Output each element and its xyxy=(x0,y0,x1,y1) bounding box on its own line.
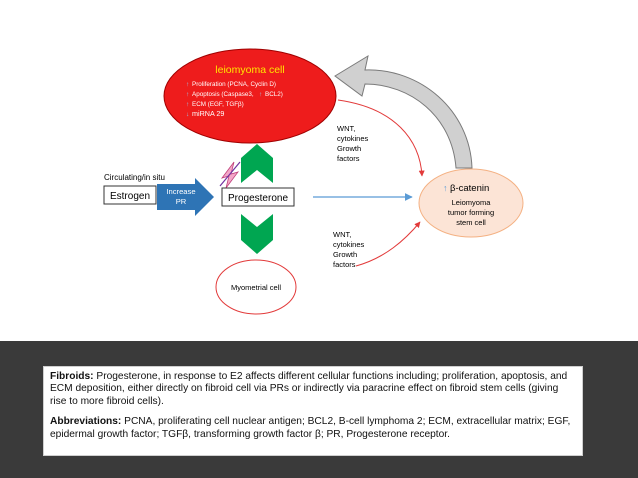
effect-bcl2: BCL2) xyxy=(265,91,283,98)
paracrine-curve-bottom xyxy=(355,221,421,267)
estrogen-label: Estrogen xyxy=(110,191,150,202)
factor-line: cytokines xyxy=(337,134,369,143)
leiomyoma-title: leiomyoma cell xyxy=(215,64,284,76)
paracrine-curve-top xyxy=(337,99,425,177)
myometrial-cell xyxy=(215,259,297,315)
stem-line: tumor forming xyxy=(448,208,494,217)
green-up-arrow xyxy=(241,144,273,183)
effect-proliferation: Proliferation (PCNA, Cyclin D) xyxy=(192,81,276,88)
progesterone-box xyxy=(221,187,295,207)
beta-catenin-label: β-catenin xyxy=(450,183,489,194)
paracrine-factors-top: WNT, cytokines Growth factors xyxy=(337,124,369,163)
abbreviations-paragraph: Abbreviations: PCNA, proliferating cell … xyxy=(50,416,576,441)
caption-box: Fibroids: Progesterone, in response to E… xyxy=(43,366,583,456)
circulating-label: Circulating/in situ xyxy=(104,173,165,182)
factor-line: WNT, xyxy=(337,124,355,133)
abbreviations-text: PCNA, proliferating cell nuclear antigen… xyxy=(50,416,571,440)
factor-line: WNT, xyxy=(333,230,351,239)
stem-cell xyxy=(418,168,524,238)
factor-line: cytokines xyxy=(333,240,365,249)
increase-pr-arrow xyxy=(157,178,214,216)
effect-ecm: ECM (EGF, TGFβ) xyxy=(192,101,244,108)
fibroids-paragraph: Fibroids: Progesterone, in response to E… xyxy=(50,371,576,408)
up-arrow-icon: ↑ xyxy=(186,81,189,88)
fibroids-text: Progesterone, in response to E2 affects … xyxy=(50,371,568,407)
estrogen-box xyxy=(103,185,157,205)
progesterone-label: Progesterone xyxy=(228,193,288,204)
factor-line: factors xyxy=(333,260,356,269)
fibroids-label: Fibroids: xyxy=(50,371,94,382)
factor-line: Growth xyxy=(337,144,361,153)
leiomyoma-effects: ↑ Proliferation (PCNA, Cyclin D) ↑ Apopt… xyxy=(186,81,283,118)
myometrial-label: Myometrial cell xyxy=(231,283,281,292)
up-arrow-icon: ↑ xyxy=(186,91,189,98)
block-symbol-icon xyxy=(219,161,241,189)
effect-mirna: miRNA 29 xyxy=(192,109,224,118)
paracrine-factors-bottom: WNT, cytokines Growth factors xyxy=(333,230,365,269)
down-arrow-icon: ↓ xyxy=(186,111,189,118)
pr-label: PR xyxy=(176,197,187,206)
factor-line: Growth xyxy=(333,250,357,259)
stem-line: Leiomyoma xyxy=(452,198,492,207)
leiomyoma-cell xyxy=(163,48,337,144)
diagram: leiomyoma cell ↑ Proliferation (PCNA, Cy… xyxy=(103,48,524,315)
increase-label: Increase xyxy=(166,187,195,196)
up-arrow-icon: ↑ xyxy=(443,183,448,193)
factor-line: factors xyxy=(337,154,360,163)
up-arrow-icon: ↑ xyxy=(186,101,189,108)
feedback-arrow xyxy=(334,54,473,169)
abbreviations-label: Abbreviations: xyxy=(50,416,122,428)
stem-line: stem cell xyxy=(456,218,486,227)
green-down-arrow xyxy=(241,214,273,254)
effect-apoptosis: Apoptosis (Caspase3, xyxy=(192,91,254,98)
up-arrow-icon: ↑ xyxy=(259,91,262,98)
